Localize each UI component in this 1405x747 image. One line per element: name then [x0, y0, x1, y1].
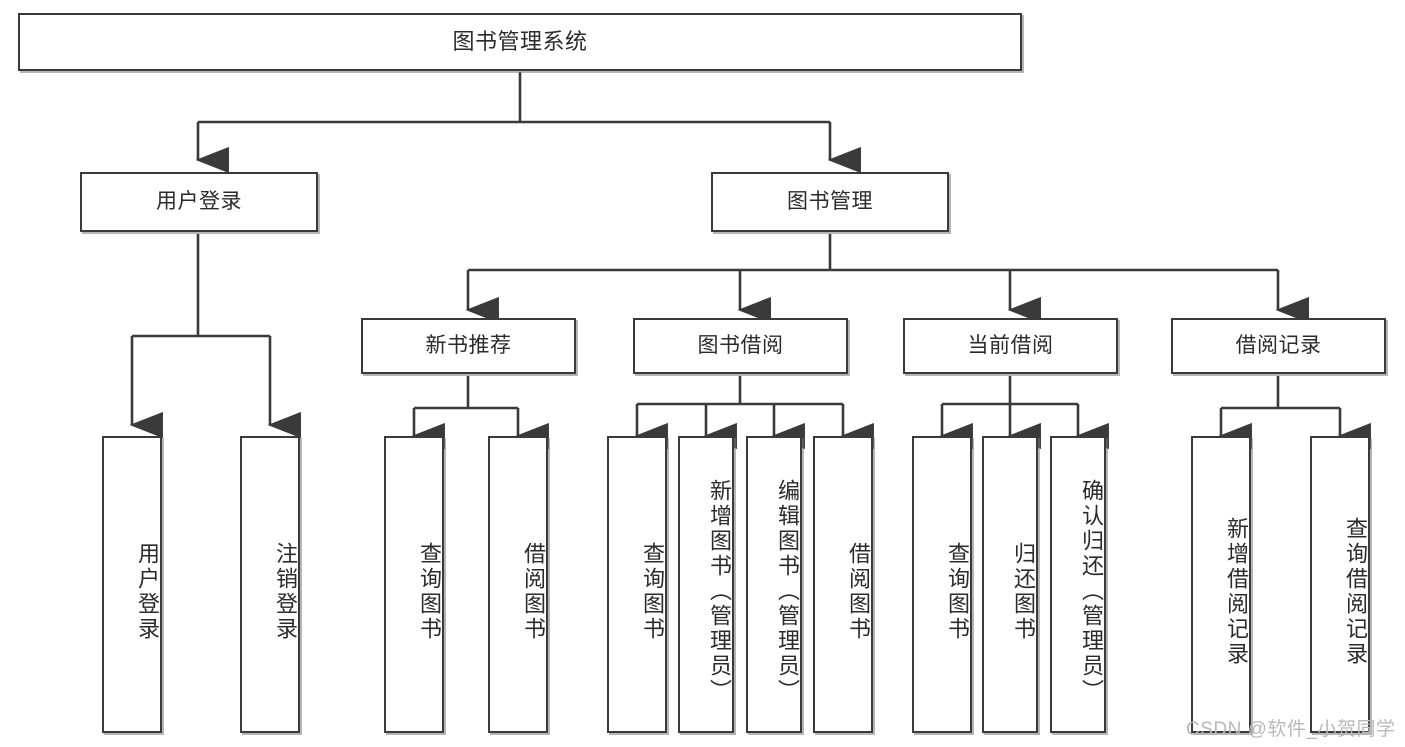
- node-label: 新增图书（管理员）: [707, 479, 732, 704]
- node-label: 查询图书: [640, 541, 665, 642]
- leaf-confirm-return-admin[interactable]: 确认归还（管理员）: [1050, 436, 1106, 733]
- node-book-borrowing[interactable]: 图书借阅: [633, 318, 848, 374]
- node-root-book-management-system[interactable]: 图书管理系统: [18, 13, 1022, 71]
- node-label: 确认归还（管理员）: [1079, 479, 1104, 704]
- leaf-query-book-new[interactable]: 查询图书: [384, 436, 444, 733]
- leaf-query-book-borrow[interactable]: 查询图书: [607, 436, 667, 733]
- node-borrowing-record[interactable]: 借阅记录: [1171, 318, 1386, 374]
- node-label: 归还图书: [1011, 541, 1036, 642]
- node-label: 借阅记录: [1235, 334, 1322, 358]
- node-label: 编辑图书（管理员）: [775, 479, 800, 704]
- node-label: 图书管理系统: [452, 28, 588, 54]
- node-label: 新增借阅记录: [1224, 516, 1249, 667]
- node-user-login[interactable]: 用户登录: [80, 172, 318, 232]
- csdn-watermark: CSDN @软件_小贺同学: [1186, 719, 1396, 740]
- leaf-borrow-book[interactable]: 借阅图书: [813, 436, 873, 733]
- node-label: 注销登录: [273, 541, 298, 642]
- node-label: 借阅图书: [521, 541, 546, 642]
- leaf-add-book-admin[interactable]: 新增图书（管理员）: [678, 436, 734, 733]
- node-label: 用户登录: [135, 541, 160, 642]
- node-label: 图书借阅: [697, 334, 784, 358]
- node-label: 借阅图书: [846, 541, 871, 642]
- node-new-book-recommendation[interactable]: 新书推荐: [361, 318, 576, 374]
- node-label: 当前借阅: [967, 334, 1054, 358]
- node-current-borrowing[interactable]: 当前借阅: [903, 318, 1118, 374]
- leaf-edit-book-admin[interactable]: 编辑图书（管理员）: [746, 436, 802, 733]
- node-label: 图书管理: [787, 190, 873, 214]
- leaf-return-book[interactable]: 归还图书: [982, 436, 1038, 733]
- leaf-borrow-book-new[interactable]: 借阅图书: [488, 436, 548, 733]
- leaf-add-borrow-record[interactable]: 新增借阅记录: [1191, 436, 1251, 733]
- node-label: 查询图书: [417, 541, 442, 642]
- leaf-query-borrow-record[interactable]: 查询借阅记录: [1310, 436, 1370, 733]
- node-book-management[interactable]: 图书管理: [711, 172, 949, 232]
- node-label: 查询借阅记录: [1343, 516, 1368, 667]
- node-label: 查询图书: [945, 541, 970, 642]
- leaf-user-login[interactable]: 用户登录: [102, 436, 162, 733]
- node-label: 用户登录: [156, 190, 242, 214]
- leaf-logout[interactable]: 注销登录: [240, 436, 300, 733]
- leaf-query-book-current[interactable]: 查询图书: [912, 436, 972, 733]
- node-label: 新书推荐: [425, 334, 512, 358]
